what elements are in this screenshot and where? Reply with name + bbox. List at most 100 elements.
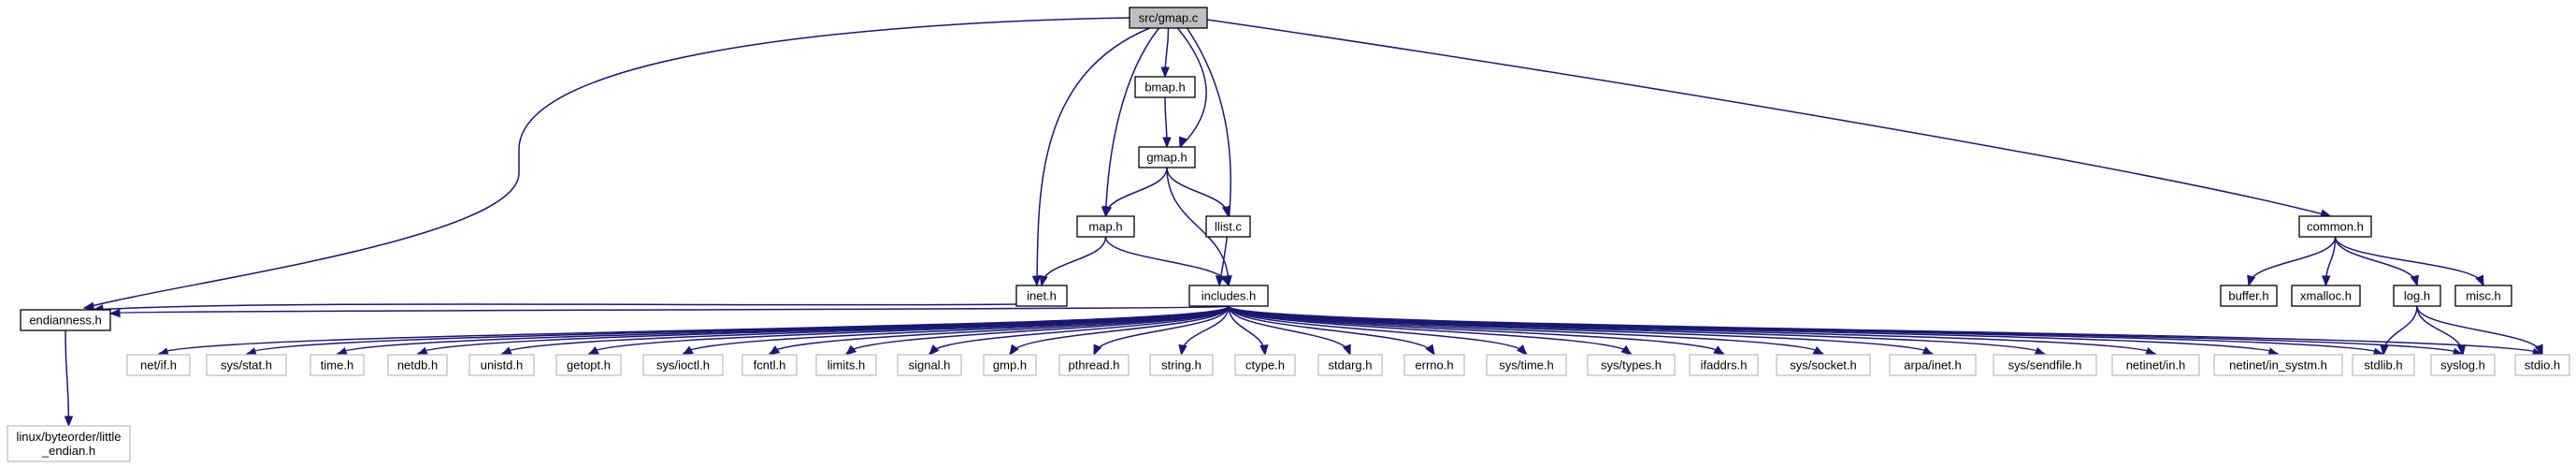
arrowhead-icon	[1009, 344, 1019, 357]
file-node-buffer-h[interactable]: buffer.h	[2220, 285, 2278, 307]
node-box	[1317, 354, 1383, 376]
node-label: ctype.h	[1245, 358, 1285, 373]
edge-line	[157, 305, 1230, 356]
include-edge-includes_h-to-syslog_h	[1228, 305, 2465, 357]
node-box	[2430, 354, 2496, 376]
node-box	[309, 354, 365, 376]
include-edge-endianness_h-to-linux_byteorder	[64, 329, 74, 428]
edge-line	[1228, 305, 1934, 356]
edge-line	[65, 329, 70, 427]
file-node-common-h[interactable]: common.h	[2298, 215, 2372, 238]
node-box	[897, 354, 962, 376]
arrowhead-icon	[1425, 344, 1435, 357]
include-edge-gmap_c-to-map_h	[1101, 27, 1160, 218]
file-node-netinet-in-systm-h: netinet/in_systm.h	[2213, 354, 2343, 376]
node-box	[2213, 354, 2343, 376]
include-edge-common_h-to-xmalloc_h	[2322, 236, 2337, 287]
arrowhead-icon	[2145, 347, 2157, 357]
arrowhead-icon	[1921, 346, 1935, 356]
file-node-inet-h[interactable]: inet.h	[1015, 285, 1068, 307]
edge-line	[1041, 236, 1107, 286]
file-node-stdio-h: stdio.h	[2514, 354, 2570, 376]
edge-line	[1228, 305, 1528, 356]
file-node-pthread-h: pthread.h	[1058, 354, 1130, 376]
node-box	[2220, 285, 2278, 307]
node-box	[1149, 354, 1214, 376]
node-box	[7, 425, 131, 462]
node-label: netdb.h	[397, 358, 438, 373]
node-box	[1403, 354, 1465, 376]
node-label: sys/socket.h	[1790, 358, 1857, 373]
file-node-time-h: time.h	[309, 354, 365, 376]
arrowhead-icon	[2475, 274, 2484, 287]
file-node-list-c[interactable]: llist.c	[1205, 215, 1251, 238]
node-box	[1058, 354, 1130, 376]
arrowhead-icon	[1620, 344, 1633, 356]
file-node-map-h[interactable]: map.h	[1076, 215, 1135, 238]
node-label: limits.h	[827, 358, 865, 373]
file-node-sys-ioctl-h: sys/ioctl.h	[642, 354, 724, 376]
edge-line	[1228, 305, 2464, 356]
node-box	[468, 354, 535, 376]
arrowhead-icon	[108, 308, 121, 318]
node-label: sys/types.h	[1601, 358, 1662, 373]
arrowhead-icon	[1221, 205, 1231, 218]
file-node-misc-h[interactable]: misc.h	[2454, 285, 2512, 307]
include-edge-log_h-to-stdio_h	[2416, 305, 2543, 357]
node-box	[1234, 354, 1296, 376]
node-label: gmp.h	[993, 358, 1027, 373]
graph-nodes: src/gmap.c bmap.h gmap.h map.h llist.c inet.h…	[7, 7, 2570, 462]
edge-line	[1176, 27, 1207, 148]
arrowhead-icon	[1039, 274, 1048, 287]
include-edge-bmap_h-to-gmap_h	[1162, 96, 1172, 149]
graph-edges	[64, 17, 2544, 428]
edge-line	[928, 305, 1230, 356]
include-edge-includes_h-to-sys_time_h	[1228, 305, 1528, 356]
file-node-string-h: string.h	[1149, 354, 1214, 376]
file-node-bmap-h[interactable]: bmap.h	[1134, 76, 1196, 98]
file-node-fcntl-h: fcntl.h	[741, 354, 798, 376]
file-node-log-h[interactable]: log.h	[2393, 285, 2441, 307]
arrowhead-icon	[1160, 66, 1170, 79]
edge-line	[1104, 27, 1160, 217]
include-edge-includes_h-to-sys_ioctl_h	[682, 305, 1230, 356]
node-box	[741, 354, 798, 376]
arrowhead-icon	[1259, 344, 1269, 357]
file-node-stdlib-h: stdlib.h	[2352, 354, 2415, 376]
arrowhead-icon	[2456, 344, 2467, 357]
node-label: stdlib.h	[2364, 358, 2402, 373]
node-box	[1689, 354, 1759, 376]
node-box	[2291, 285, 2361, 307]
edge-line	[1104, 167, 1168, 217]
file-node-sys-socket-h: sys/socket.h	[1776, 354, 1871, 376]
file-node-includes-h[interactable]: includes.h	[1188, 285, 1269, 307]
file-node-xmalloc-h[interactable]: xmalloc.h	[2291, 285, 2361, 307]
file-node-arpa-inet-h: arpa/inet.h	[1889, 354, 1977, 376]
node-label: log.h	[2404, 289, 2430, 303]
node-box	[1993, 354, 2097, 376]
node-box	[2393, 285, 2441, 307]
arrowhead-icon	[1812, 345, 1825, 356]
node-box	[1587, 354, 1676, 376]
node-box	[206, 354, 287, 376]
file-node-endianness-h[interactable]: endianness.h	[20, 309, 111, 331]
node-label: _endian.h	[41, 444, 95, 458]
file-node-gmap-c[interactable]: src/gmap.c	[1129, 7, 1208, 29]
include-edge-gmap_c-to-inet_h	[1031, 27, 1150, 287]
node-label: errno.h	[1415, 358, 1453, 373]
node-box	[2454, 285, 2512, 307]
include-edge-includes_h-to-string_h	[1178, 305, 1230, 357]
file-node-gmap-h[interactable]: gmap.h	[1138, 146, 1196, 168]
include-edge-common_h-to-buffer_h	[2247, 236, 2337, 287]
file-node-netinet-in-h: netinet/in.h	[2111, 354, 2200, 376]
arrowhead-icon	[336, 346, 348, 356]
include-edge-gmap_c-to-common_h	[1206, 19, 2332, 218]
edge-line	[1104, 236, 1230, 286]
include-edge-includes_h-to-stdarg_h	[1228, 305, 1351, 357]
node-label: gmap.h	[1146, 151, 1187, 165]
node-label: pthread.h	[1069, 358, 1120, 373]
arrowhead-icon	[768, 345, 781, 356]
edge-line	[1228, 305, 1633, 356]
node-label: getopt.h	[567, 358, 611, 373]
